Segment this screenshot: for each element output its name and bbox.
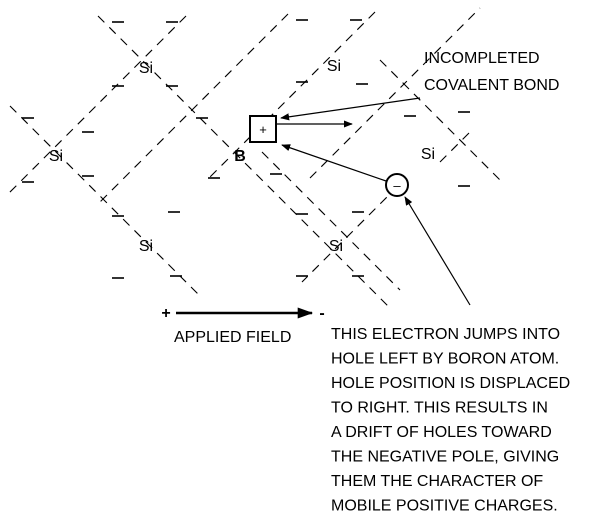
explanation-line: HOLE LEFT BY BORON ATOM.: [331, 351, 559, 368]
bond-line: [7, 15, 187, 195]
bond-line: [9, 105, 201, 297]
si-atom-left: Si: [49, 148, 63, 165]
electron-minus-sign: –: [393, 178, 401, 193]
incompleted-bond-label: INCOMPLETED COVALENT BOND: [424, 50, 559, 94]
si-atom-top-right: Si: [327, 58, 341, 75]
explanation-line: THEM THE CHARACTER OF: [331, 473, 543, 490]
electron-jump-arrow: [281, 144, 387, 182]
bond-line: [379, 59, 503, 183]
explanation-line: TO RIGHT. THIS RESULTS IN: [331, 400, 548, 417]
si-atom-top-left: Si: [139, 60, 153, 77]
explanation-line: THE NEGATIVE POLE, GIVING: [331, 449, 559, 466]
lattice-bonds: [7, 7, 503, 311]
hole-box: +: [249, 115, 277, 143]
applied-field-label: APPLIED FIELD: [174, 329, 291, 346]
electron-circle: –: [385, 173, 409, 197]
field-plus-sign: +: [161, 305, 170, 322]
si-atom-bottom-left: Si: [139, 238, 153, 255]
bond-line: [439, 129, 473, 163]
bond-line: [209, 11, 376, 178]
field-minus-sign: -: [319, 305, 324, 322]
bond-label-line1: INCOMPLETED: [424, 50, 540, 67]
hole-plus-sign: +: [259, 122, 267, 137]
boron-atom: B: [234, 148, 246, 165]
bond-line: [309, 7, 481, 179]
bond-label-line2: COVALENT BOND: [424, 77, 559, 94]
bond-line: [97, 13, 289, 205]
si-atom-right: Si: [421, 146, 435, 163]
bond-electrons: [22, 19, 470, 279]
bond-line: [301, 185, 399, 283]
bond-line: [261, 151, 401, 291]
explanation-line: THIS ELECTRON JUMPS INTO: [331, 326, 560, 343]
bond-line: [97, 15, 393, 311]
explanation-line: HOLE POSITION IS DISPLACED: [331, 375, 570, 392]
arrows: [176, 97, 471, 319]
bond-label-pointer: [280, 97, 421, 121]
si-atom-bottom-right: Si: [329, 238, 343, 255]
explanation-text: THIS ELECTRON JUMPS INTO HOLE LEFT BY BO…: [331, 326, 575, 515]
explanation-pointer: [404, 196, 471, 306]
explanation-line: MOBILE POSITIVE CHARGES.: [331, 498, 558, 515]
explanation-line: A DRIFT OF HOLES TOWARD: [331, 424, 552, 441]
